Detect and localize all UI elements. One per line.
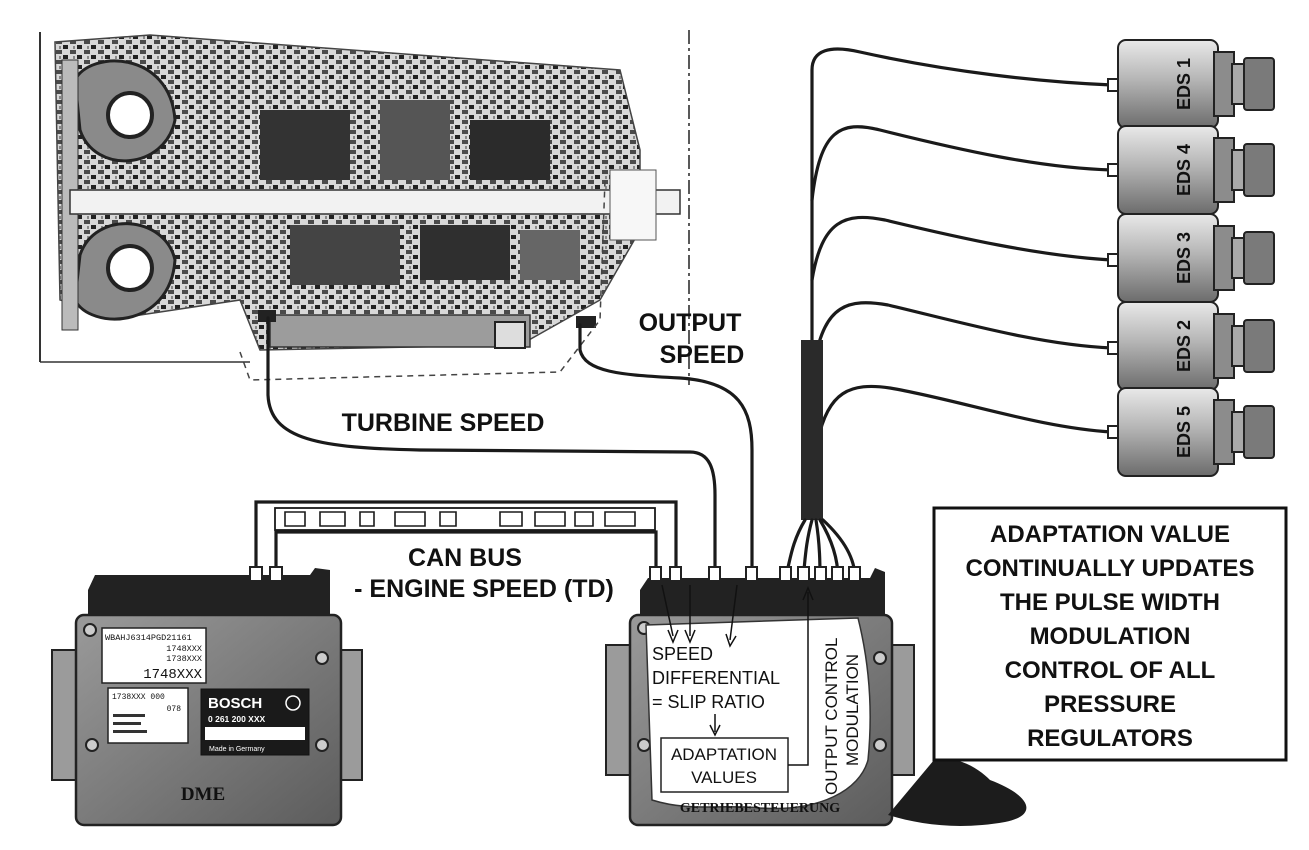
speed-differential-text: = SLIP RATIO xyxy=(652,692,765,712)
valve-body xyxy=(269,314,531,348)
sensor-wiring xyxy=(254,47,1114,580)
output-speed-label: OUTPUT xyxy=(639,309,742,337)
slip-ratio-arrow xyxy=(709,714,721,737)
solenoid-eds3: EDS 3 xyxy=(1107,213,1275,303)
output-control-arrow xyxy=(788,586,814,766)
solenoid-eds5: EDS 5 xyxy=(1107,387,1275,477)
can-bus-label: CAN BUS xyxy=(408,544,522,572)
wiring-sheath xyxy=(801,340,823,520)
solenoid-stack: EDS 1 EDS 4 EDS 3 EDS 2 xyxy=(1107,39,1275,477)
callout-text: PRESSURE xyxy=(1044,691,1176,718)
callout-pointer xyxy=(888,759,1027,826)
solenoid-eds1: EDS 1 xyxy=(1107,39,1275,129)
output-control-text: MODULATION xyxy=(843,654,862,766)
speed-differential-text: SPEED xyxy=(652,644,713,664)
can-bus-wire-inner xyxy=(274,530,658,577)
callout-text: REGULATORS xyxy=(1027,725,1193,752)
dme-name: DME xyxy=(181,784,225,805)
dme-control-unit: WBAHJ6314PGD21161 1748XXX 1738XXX 1748XX… xyxy=(51,566,363,827)
solenoid-eds4: EDS 4 xyxy=(1107,125,1275,215)
solenoid-label: EDS 4 xyxy=(1174,144,1194,196)
part-text-large: 1748XXX xyxy=(143,667,202,683)
bosch-label xyxy=(200,688,310,756)
solenoid-label: EDS 5 xyxy=(1174,406,1194,458)
made-in-text: Made in Germany xyxy=(209,746,265,753)
can-bus-wire-outer xyxy=(254,500,678,577)
callout-text: CONTROL OF ALL xyxy=(1005,657,1216,684)
bosch-part-number: 0 261 200 XXX xyxy=(208,714,266,724)
part-text: 1748XXX xyxy=(166,644,202,654)
adaptation-callout: ADAPTATION VALUE CONTINUALLY UPDATES THE… xyxy=(888,506,1288,826)
turbine-speed-label: TURBINE SPEED xyxy=(342,409,545,437)
solenoid-wire-3 xyxy=(810,215,1114,282)
adaptation-values-text: VALUES xyxy=(691,768,757,787)
part-text: 1738XXX xyxy=(166,654,202,664)
output-control-text: OUTPUT CONTROL xyxy=(822,638,841,795)
solenoid-eds2: EDS 2 xyxy=(1107,301,1275,391)
bosch-brand: BOSCH xyxy=(208,695,262,712)
solenoid-wire-1 xyxy=(810,47,1114,347)
solenoid-label: EDS 3 xyxy=(1174,232,1194,284)
speed-differential-text: DIFFERENTIAL xyxy=(652,668,780,688)
callout-text: CONTINUALLY UPDATES xyxy=(966,555,1255,582)
solenoid-label: EDS 2 xyxy=(1174,320,1194,372)
solenoid-wire-5 xyxy=(816,384,1114,442)
main-shaft xyxy=(69,189,681,215)
egs-control-unit: SPEED DIFFERENTIAL = SLIP RATIO ADAPTATI… xyxy=(605,566,915,827)
adaptation-values-text: ADAPTATION xyxy=(671,745,777,764)
vin-text: WBAHJ6314PGD21161 xyxy=(105,633,192,643)
solenoid-wire-2 xyxy=(810,125,1114,202)
turbine-speed-wire xyxy=(266,316,717,577)
can-bus-label: - ENGINE SPEED (TD) xyxy=(354,575,614,603)
small-label-text: 1738XXX 000 xyxy=(112,693,165,702)
output-speed-label: SPEED xyxy=(660,341,745,369)
small-label-text: 078 xyxy=(167,705,182,714)
output-speed-wire xyxy=(578,323,754,577)
callout-text: THE PULSE WIDTH xyxy=(1000,589,1220,616)
callout-text: ADAPTATION VALUE xyxy=(990,521,1230,548)
can-bus-twisted-pair xyxy=(274,507,656,531)
solenoid-label: EDS 1 xyxy=(1174,58,1194,110)
transmission-cutaway xyxy=(39,32,681,381)
bosch-logo-icon xyxy=(285,695,301,711)
egs-name: GETRIEBESTEUERUNG xyxy=(680,801,840,816)
callout-text: MODULATION xyxy=(1030,623,1191,650)
dme-sticker xyxy=(101,627,207,684)
adaptation-values-box xyxy=(660,737,789,793)
solenoid-wire-4 xyxy=(813,301,1114,362)
